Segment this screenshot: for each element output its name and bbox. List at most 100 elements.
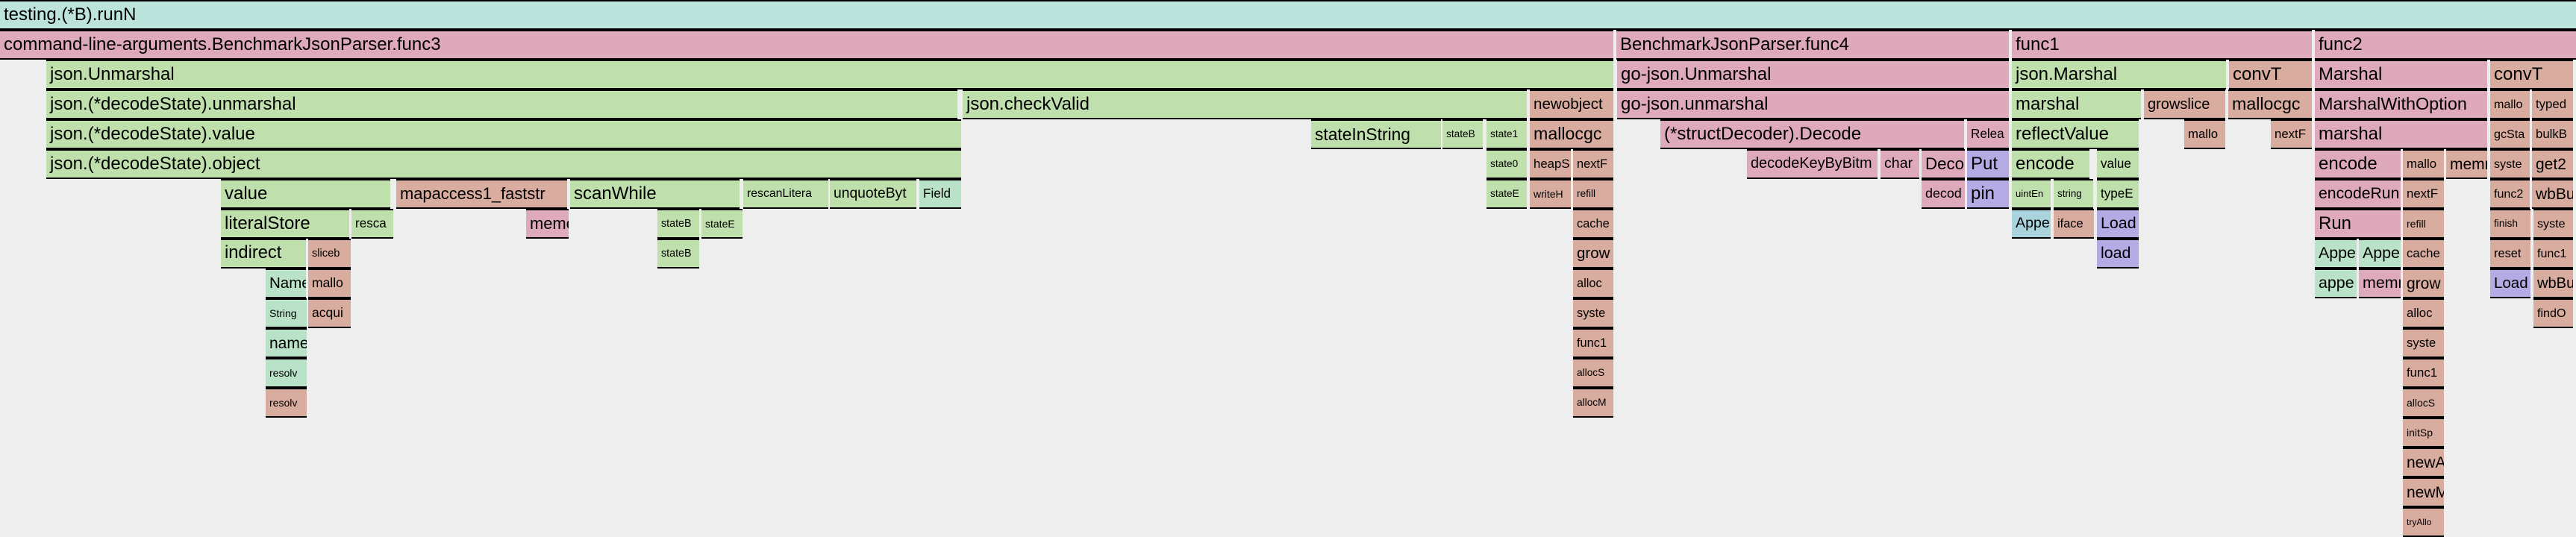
flame-frame[interactable]: get2: [2532, 149, 2573, 179]
flame-frame[interactable]: String: [266, 298, 307, 328]
flame-frame[interactable]: encode: [2012, 149, 2089, 179]
flame-frame[interactable]: reflectValue: [2012, 119, 2139, 149]
flame-frame[interactable]: json.(*decodeState).unmarshal: [46, 90, 957, 119]
flame-frame[interactable]: load: [2097, 239, 2139, 268]
flame-frame[interactable]: refill: [2403, 209, 2444, 239]
flame-frame[interactable]: char: [1881, 149, 1919, 179]
flame-frame[interactable]: Put: [1967, 149, 2009, 179]
flame-frame[interactable]: unquoteByt: [830, 179, 916, 209]
flame-frame[interactable]: value: [2097, 149, 2139, 179]
flame-frame[interactable]: reset: [2490, 239, 2530, 268]
flame-frame[interactable]: grow: [2403, 268, 2444, 298]
flame-frame[interactable]: indirect: [221, 239, 306, 268]
flame-frame[interactable]: stateB: [657, 209, 699, 239]
flame-frame[interactable]: command-line-arguments.BenchmarkJsonPars…: [0, 30, 1613, 60]
flame-frame[interactable]: convT: [2490, 60, 2573, 90]
flame-frame[interactable]: Marshal: [2315, 60, 2487, 90]
flame-frame[interactable]: json.Marshal: [2012, 60, 2226, 90]
flame-frame[interactable]: mallo: [2184, 119, 2225, 149]
flame-frame[interactable]: Name: [266, 268, 306, 298]
flame-frame[interactable]: stateE: [701, 209, 743, 239]
flame-frame[interactable]: findO: [2533, 298, 2573, 328]
flame-frame[interactable]: testing.(*B).runN: [0, 0, 2576, 30]
flame-frame[interactable]: allocS: [1573, 358, 1613, 388]
flame-frame[interactable]: alloc: [1573, 268, 1613, 298]
flame-frame[interactable]: memm: [2359, 268, 2401, 298]
flame-frame[interactable]: func2: [2315, 30, 2576, 60]
flame-frame[interactable]: func1: [2012, 30, 2312, 60]
flame-frame[interactable]: uintEn: [2012, 179, 2051, 209]
flame-frame[interactable]: state1: [1486, 119, 1527, 149]
flame-frame[interactable]: mallo: [2490, 90, 2530, 119]
flame-frame[interactable]: Appe: [2359, 239, 2401, 268]
flame-frame[interactable]: Appe: [2012, 209, 2051, 239]
flame-frame[interactable]: alloc: [2403, 298, 2444, 328]
flame-frame[interactable]: stateB: [1442, 119, 1483, 149]
flame-frame[interactable]: nextF: [2403, 179, 2444, 209]
flame-frame[interactable]: encodeRun: [2315, 179, 2401, 209]
flame-frame[interactable]: memm: [2446, 149, 2487, 179]
flame-frame[interactable]: Deco: [1922, 149, 1965, 179]
flame-frame[interactable]: newA: [2403, 448, 2444, 477]
flame-frame[interactable]: grow: [1573, 239, 1613, 268]
flame-frame[interactable]: allocS: [2403, 388, 2444, 418]
flame-frame[interactable]: json.Unmarshal: [46, 60, 1613, 90]
flame-frame[interactable]: rescanLitera: [743, 179, 828, 209]
flame-frame[interactable]: literalStore: [221, 209, 349, 239]
flame-frame[interactable]: syste: [2533, 209, 2573, 239]
flame-frame[interactable]: go-json.unmarshal: [1617, 90, 2009, 119]
flame-frame[interactable]: decod: [1922, 179, 1965, 209]
flame-frame[interactable]: syste: [1573, 298, 1613, 328]
flame-frame[interactable]: syste: [2403, 328, 2444, 358]
flame-frame[interactable]: state0: [1486, 149, 1527, 179]
flame-frame[interactable]: Field: [919, 179, 961, 209]
flame-frame[interactable]: stateE: [1486, 179, 1527, 209]
flame-frame[interactable]: resolv: [266, 358, 307, 388]
flame-frame[interactable]: newobject: [1530, 90, 1613, 119]
flame-frame[interactable]: scanWhile: [570, 179, 740, 209]
flame-frame[interactable]: nextF: [1573, 149, 1613, 179]
flame-frame[interactable]: json.checkValid: [963, 90, 1527, 119]
flame-frame[interactable]: cache: [2403, 239, 2444, 268]
flame-frame[interactable]: Relea: [1967, 119, 2009, 149]
flame-frame[interactable]: name: [266, 328, 307, 358]
flame-frame[interactable]: mallo: [308, 268, 351, 298]
flame-frame[interactable]: wbBu: [2533, 268, 2573, 298]
flame-frame[interactable]: syste: [2490, 149, 2530, 179]
flame-frame[interactable]: appe: [2315, 268, 2357, 298]
flame-frame[interactable]: value: [221, 179, 390, 209]
flame-frame[interactable]: cache: [1573, 209, 1613, 239]
flame-frame[interactable]: acqui: [308, 298, 351, 328]
flame-frame[interactable]: meme: [526, 209, 569, 239]
flame-frame[interactable]: encode: [2315, 149, 2401, 179]
flame-frame[interactable]: tryAllo: [2403, 507, 2444, 537]
flame-frame[interactable]: iface: [2054, 209, 2094, 239]
flame-frame[interactable]: newM: [2403, 477, 2444, 507]
flame-frame[interactable]: func1: [2403, 358, 2444, 388]
flame-frame[interactable]: initSp: [2403, 418, 2444, 448]
flame-frame[interactable]: MarshalWithOption: [2315, 90, 2487, 119]
flame-frame[interactable]: stateB: [657, 239, 699, 268]
flame-frame[interactable]: heapS: [1530, 149, 1571, 179]
flame-frame[interactable]: refill: [1573, 179, 1613, 209]
flame-frame[interactable]: typeE: [2097, 179, 2139, 209]
flame-frame[interactable]: wbBu: [2532, 179, 2573, 209]
flame-frame[interactable]: marshal: [2012, 90, 2141, 119]
flame-frame[interactable]: bulkB: [2532, 119, 2573, 149]
flame-frame[interactable]: decodeKeyByBitm: [1747, 149, 1878, 179]
flame-frame[interactable]: Load: [2097, 209, 2139, 239]
flame-frame[interactable]: Run: [2315, 209, 2401, 239]
flame-frame[interactable]: resca: [351, 209, 393, 239]
flame-frame[interactable]: stateInString: [1311, 119, 1441, 149]
flame-frame[interactable]: Load: [2490, 268, 2530, 298]
flame-frame[interactable]: mallocgc: [1530, 119, 1613, 149]
flame-frame[interactable]: func1: [1573, 328, 1613, 358]
flame-frame[interactable]: writeH: [1530, 179, 1571, 209]
flame-frame[interactable]: resolv: [266, 388, 307, 418]
flame-frame[interactable]: json.(*decodeState).object: [46, 149, 961, 179]
flame-frame[interactable]: finish: [2490, 209, 2530, 239]
flame-frame[interactable]: mallo: [2403, 149, 2444, 179]
flame-frame[interactable]: mapaccess1_faststr: [396, 179, 567, 209]
flame-frame[interactable]: typed: [2532, 90, 2573, 119]
flame-frame[interactable]: go-json.Unmarshal: [1617, 60, 2009, 90]
